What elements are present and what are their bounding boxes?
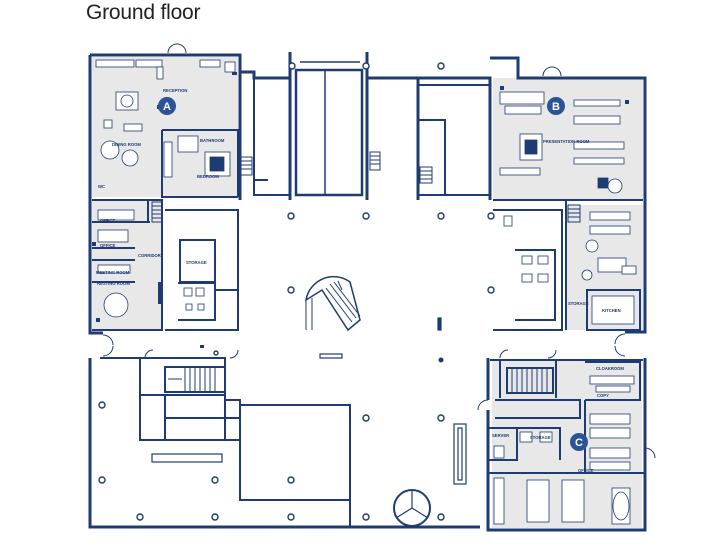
room-label-server: SERVER xyxy=(492,433,509,438)
page-title: Ground floor xyxy=(86,1,201,24)
room-label-corridor: CORRIDOR xyxy=(138,253,161,258)
zone-badge-a: A xyxy=(158,97,176,115)
room-label-bathroom: BATHROOM xyxy=(200,138,225,143)
room-label-office-2: OFFICE xyxy=(100,243,116,248)
room-label-presentation-room: PRESENTATION ROOM xyxy=(543,139,590,144)
room-label-copy: COPY xyxy=(597,393,609,398)
furniture-zone-b xyxy=(499,91,637,325)
room-label-meeting-room: MEETING ROOM xyxy=(96,270,130,275)
room-label-office-1: OFFICE xyxy=(100,218,116,223)
room-label-cloakroom: CLOAKROOM xyxy=(596,366,624,371)
stairs xyxy=(151,151,581,394)
furniture-zone-a xyxy=(95,59,236,318)
room-label-office-c: OFFICE xyxy=(578,468,594,473)
hall-fixtures xyxy=(151,317,467,527)
room-label-wc: WC xyxy=(98,184,105,189)
pillars xyxy=(98,62,495,521)
svg-text:B: B xyxy=(552,101,560,113)
furniture-zone-c xyxy=(493,375,635,525)
doors xyxy=(102,43,656,459)
room-label-storage-c: STORAGE xyxy=(530,435,551,440)
room-label-resting-room: RESTING ROOM xyxy=(97,281,130,286)
zone-badge-c: C xyxy=(570,433,588,451)
svg-text:A: A xyxy=(163,101,171,113)
room-label-reception: RECEPTION xyxy=(163,88,187,93)
room-label-storage-b: STORAGE xyxy=(568,301,589,306)
zone-badge-b: B xyxy=(547,97,565,115)
room-label-kitchen: KITCHEN xyxy=(602,308,621,313)
inner-walls xyxy=(92,61,645,527)
room-label-dining-room: DINING ROOM xyxy=(112,142,141,147)
room-label-storage-a: STORAGE xyxy=(186,260,207,265)
room-label-bedroom: BEDROOM xyxy=(197,174,219,179)
room-labels: RECEPTION BATHROOM DINING ROOM BEDROOM W… xyxy=(96,88,624,473)
svg-text:C: C xyxy=(575,437,583,449)
